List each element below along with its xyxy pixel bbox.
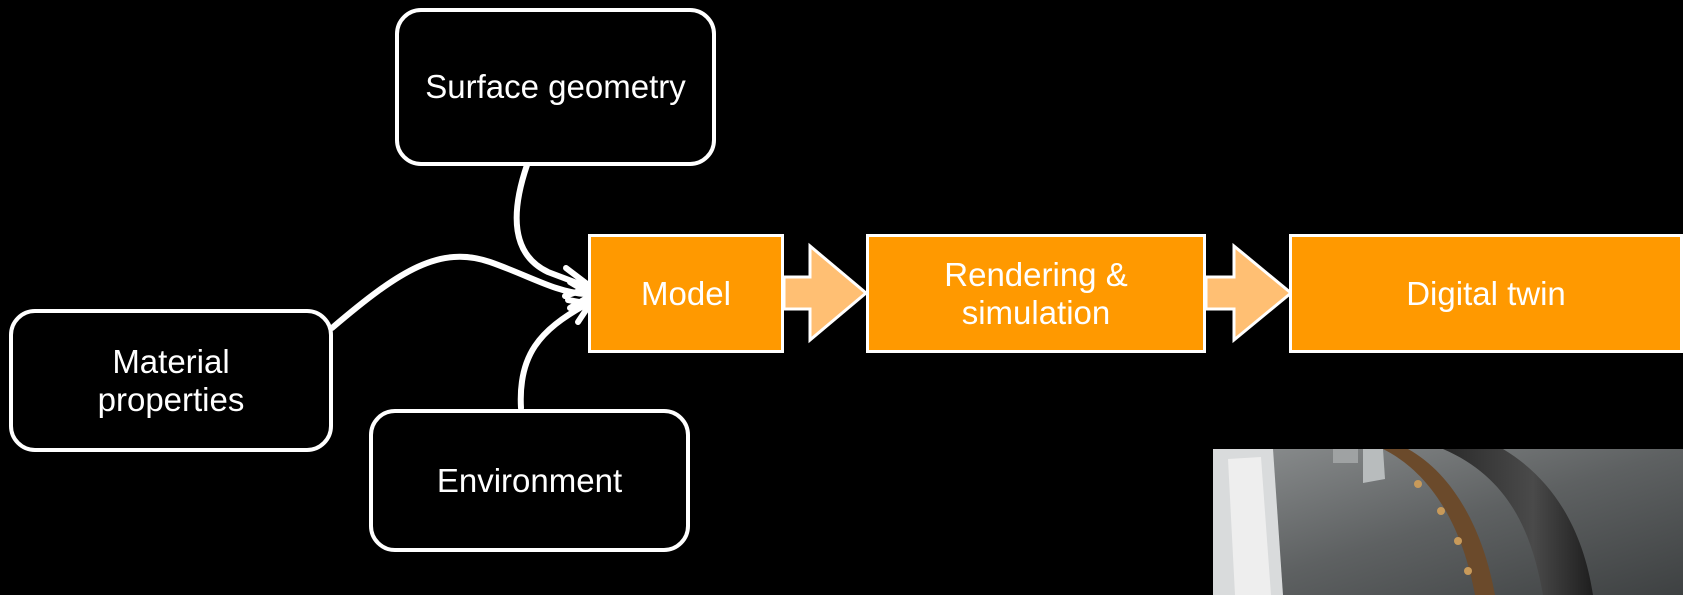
environment-label: Environment bbox=[436, 461, 623, 499]
rendering-simulation-box: Rendering & simulation bbox=[866, 234, 1206, 353]
digital-twin-photo bbox=[1213, 449, 1683, 595]
digital-twin-label: Digital twin bbox=[1406, 274, 1566, 312]
material-properties-box: Material properties bbox=[9, 309, 333, 452]
connector-environment-to-model bbox=[517, 302, 588, 411]
surface-geometry-box: Surface geometry bbox=[395, 8, 716, 166]
environment-box: Environment bbox=[369, 409, 690, 552]
surface-geometry-label: Surface geometry bbox=[425, 68, 686, 106]
connector-surface-to-model bbox=[513, 162, 588, 289]
material-properties-label: Material properties bbox=[97, 342, 245, 418]
photo-illustration bbox=[1213, 449, 1683, 595]
block-arrow-model-to-rendering bbox=[782, 242, 869, 344]
digital-twin-box: Digital twin bbox=[1289, 234, 1683, 353]
model-label: Model bbox=[641, 274, 731, 312]
connector-material-to-model bbox=[329, 253, 588, 331]
model-box: Model bbox=[588, 234, 784, 353]
block-arrow-rendering-to-twin bbox=[1204, 242, 1294, 344]
rendering-simulation-label: Rendering & simulation bbox=[944, 255, 1128, 331]
